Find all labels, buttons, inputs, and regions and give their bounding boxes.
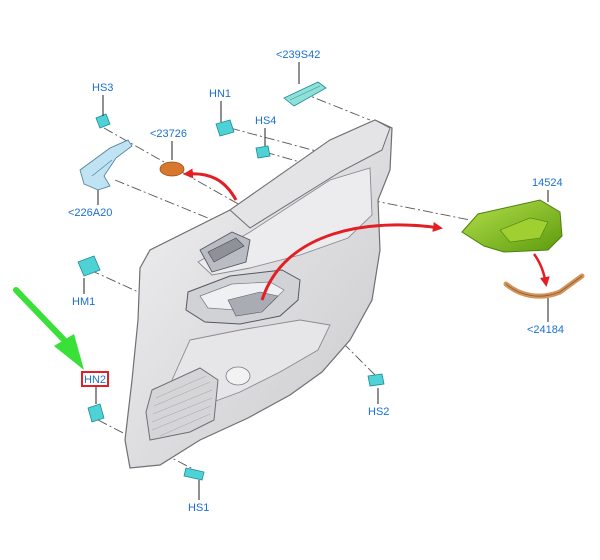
callout-hm1: HM1 xyxy=(72,296,95,308)
callout-hs4: HS4 xyxy=(255,115,276,127)
callout-hn1: HN1 xyxy=(209,88,231,100)
arrow-down-right-icon xyxy=(13,287,84,370)
callout-hs2: HS2 xyxy=(368,406,389,418)
callout-23726: <23726 xyxy=(150,128,187,140)
clip-hs4 xyxy=(255,145,271,159)
plug-23726 xyxy=(159,161,185,177)
clip-hs1 xyxy=(183,467,205,481)
clip-hm1 xyxy=(77,255,101,277)
callout-labels: HS3 HN1 HS4 <239S42 <23726 <226A20 14524… xyxy=(68,49,564,514)
callout-24184: <24184 xyxy=(527,324,564,336)
curved-arrow-icon xyxy=(260,222,443,301)
door-trim-panel xyxy=(124,119,393,469)
callout-hs1: HS1 xyxy=(188,502,209,514)
callout-hs3: HS3 xyxy=(92,82,113,94)
trim-strip-24184 xyxy=(503,273,585,299)
trim-panel-14524 xyxy=(461,199,563,253)
highlight-box xyxy=(81,371,109,387)
curved-arrow-icon xyxy=(532,253,550,287)
bracket-226a20 xyxy=(79,139,133,191)
clip-hn2 xyxy=(87,403,105,423)
clip-hs2 xyxy=(367,373,385,387)
clip-hn1 xyxy=(215,119,235,137)
curved-arrow-icon xyxy=(183,168,238,201)
clip-hs3 xyxy=(95,113,111,129)
leader-lines xyxy=(83,62,549,500)
callout-239s42: <239S42 xyxy=(276,49,320,61)
callout-226a20: <226A20 xyxy=(68,207,112,219)
clip-strip-239s42 xyxy=(283,81,327,107)
callout-hn2: HN2 xyxy=(84,374,106,386)
callout-14524: 14524 xyxy=(532,177,563,189)
